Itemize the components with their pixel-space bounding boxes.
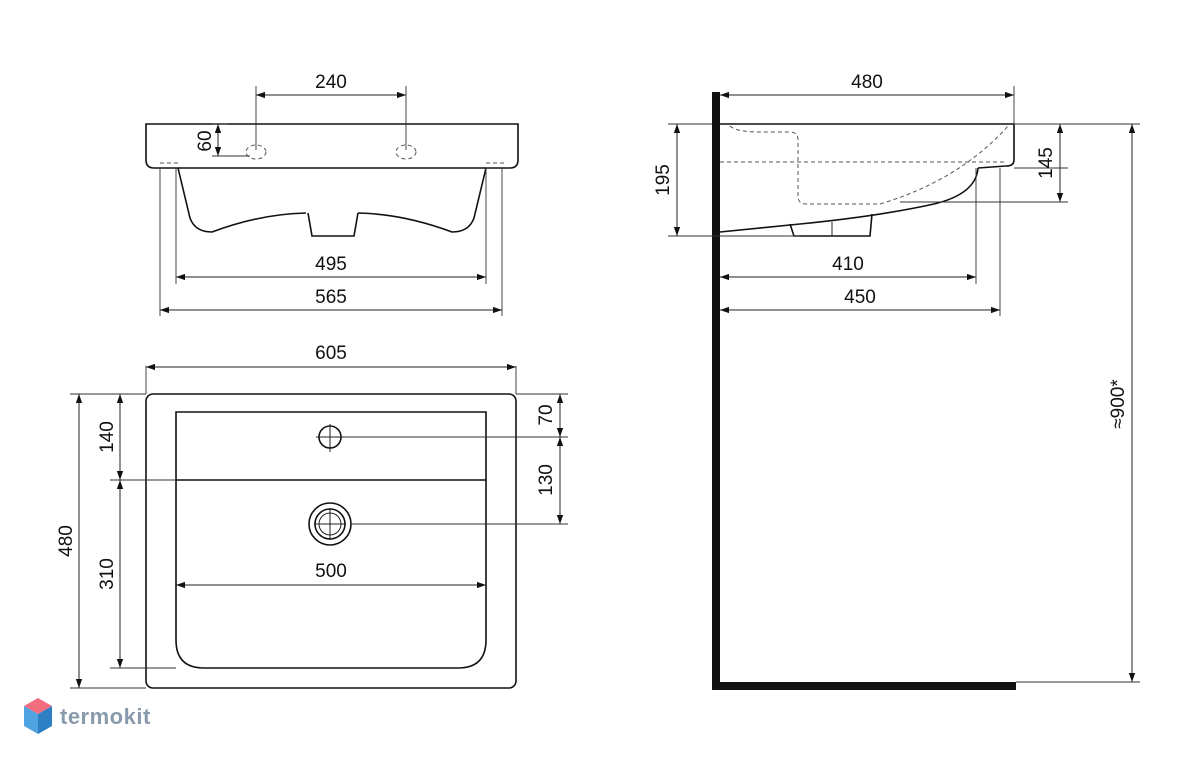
dim-bowl-depth: 410 <box>832 254 864 275</box>
dim-bowl-width: 500 <box>315 561 347 582</box>
dim-outer-width: 565 <box>315 287 347 308</box>
dim-tap-height: 60 <box>195 130 216 151</box>
brand-logo: termokit <box>24 698 151 734</box>
dim-tap-spacing: 240 <box>315 72 347 93</box>
front-view: 240 60 495 565 <box>145 72 519 316</box>
dim-bracket-depth: 450 <box>844 287 876 308</box>
brand-name: termokit <box>60 704 151 729</box>
dim-inner-width: 495 <box>315 254 347 275</box>
cube-logo-icon <box>24 698 52 734</box>
dim-depth: 480 <box>851 72 883 93</box>
side-view: 480 195 145 410 450 ≈900* <box>653 72 1140 690</box>
dim-total-width: 605 <box>315 343 347 364</box>
dim-deck-depth: 140 <box>97 421 118 453</box>
dim-mount-height: ≈900* <box>1108 379 1129 429</box>
dim-height: 195 <box>653 164 674 196</box>
top-view: 605 480 140 310 70 130 500 <box>56 343 568 689</box>
dim-bowl-depth: 310 <box>97 558 118 590</box>
dim-total-depth: 480 <box>56 525 77 557</box>
dim-drain-offset: 130 <box>536 464 557 496</box>
dim-tap-offset: 70 <box>536 404 557 425</box>
dim-bowl-height: 145 <box>1036 147 1057 179</box>
